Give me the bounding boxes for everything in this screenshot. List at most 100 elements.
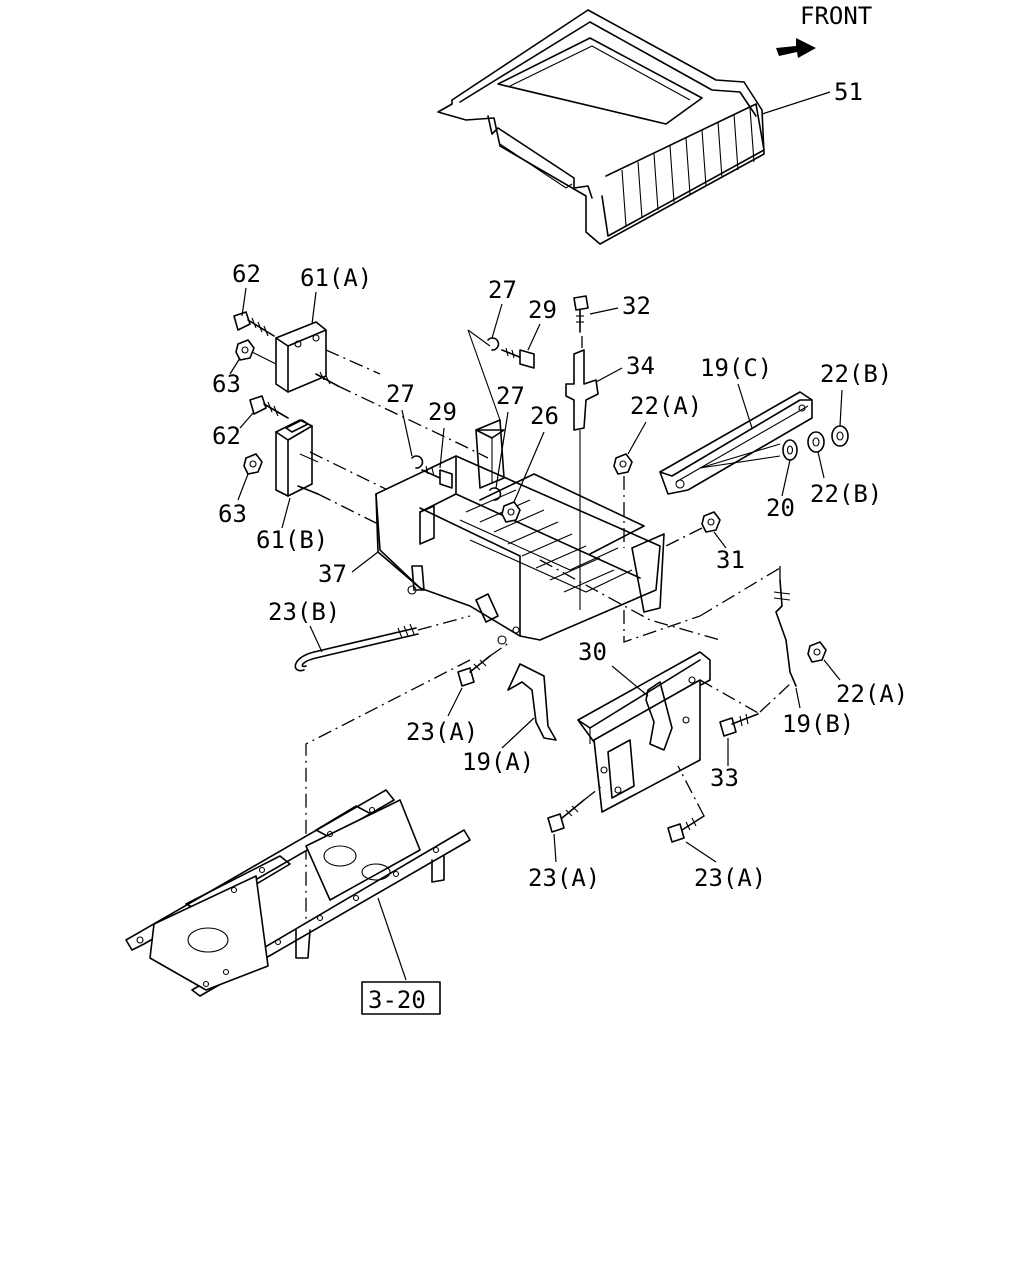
leader-29-a	[439, 427, 445, 469]
bracket-61b	[275, 419, 313, 497]
callout-19a: 19(A)	[462, 748, 534, 776]
leader-22a-right	[823, 659, 841, 681]
callout-19b: 19(B)	[782, 710, 854, 738]
callout-29-b: 29	[528, 296, 557, 324]
battery-cover	[437, 9, 765, 245]
callout-32: 32	[622, 292, 651, 320]
assembly-line-33-b	[759, 683, 791, 713]
callout-22b-bottom: 22(B)	[810, 480, 882, 508]
leader-27-b	[491, 303, 503, 339]
assembly-line-23a-bottom-left	[583, 785, 603, 801]
strap-19a	[507, 663, 557, 741]
bolt-29-left	[421, 465, 453, 489]
assembly-line-61a-lower	[337, 385, 489, 459]
jbolt-23b	[294, 623, 419, 672]
leader-62-top	[241, 287, 247, 317]
bolt-32	[573, 295, 589, 333]
callout-61b: 61(B)	[256, 526, 328, 554]
leader-23a-bottom-right	[685, 841, 717, 863]
leader-22a-top	[627, 421, 647, 455]
leader-37	[351, 551, 379, 573]
bolt-23a-bottom-left	[547, 799, 585, 833]
assembly-line-23a-left	[489, 641, 511, 657]
leader-34	[595, 367, 623, 383]
callout-61a: 61(A)	[300, 264, 372, 292]
callout-29-a: 29	[428, 398, 457, 426]
bolt-23a-left	[457, 655, 491, 687]
leader-26	[513, 431, 545, 503]
callout-22b-top: 22(B)	[820, 360, 892, 388]
assembly-line-frame	[305, 659, 471, 922]
assembly-line-30-b	[699, 567, 781, 617]
reference-box: 3-20	[361, 981, 441, 1015]
guide-line-27-top	[467, 329, 501, 421]
nut-31	[701, 511, 721, 533]
assembly-line-61b	[309, 451, 401, 497]
callout-19c: 19(C)	[700, 354, 772, 382]
leader-19c	[737, 383, 753, 429]
nut-22b-1	[807, 431, 825, 453]
chassis-frame	[125, 789, 471, 997]
assembly-line-23b	[417, 615, 471, 631]
leader-51	[761, 91, 831, 115]
leader-31	[713, 531, 727, 549]
callout-63-bottom: 63	[218, 500, 247, 528]
bolt-62-top	[233, 311, 275, 337]
callout-62-bottom: 62	[212, 422, 241, 450]
leader-30	[611, 665, 649, 697]
callout-31: 31	[716, 546, 745, 574]
leader-61b	[281, 497, 291, 529]
callout-27-c: 27	[496, 382, 525, 410]
leader-29-b	[527, 323, 541, 351]
callout-20: 20	[766, 494, 795, 522]
callout-23a-bottom-right: 23(A)	[694, 864, 766, 892]
guide-line-20-b	[699, 455, 781, 469]
callout-63-top: 63	[212, 370, 241, 398]
assembly-line-23a-bottom-right	[677, 765, 705, 817]
leader-22b-top	[839, 389, 843, 427]
leader-19a	[501, 717, 535, 749]
leader-19b	[795, 687, 801, 709]
leader-23a-left	[447, 687, 463, 717]
assembly-line-61b-lower	[317, 493, 391, 531]
callout-27-a: 27	[386, 380, 415, 408]
leader-23b	[309, 625, 323, 653]
callout-34: 34	[626, 352, 655, 380]
leader-22b-bottom	[817, 451, 825, 479]
front-label: FRONT	[800, 2, 872, 30]
clip-27-left	[411, 455, 424, 469]
leader-27-a	[401, 409, 413, 457]
bracket-61a	[275, 321, 327, 393]
leader-27-c	[495, 411, 509, 489]
bolt-29-top	[501, 347, 535, 369]
nut-22a-right	[807, 641, 827, 663]
callout-51: 51	[834, 78, 863, 106]
assembly-line-30	[623, 610, 701, 643]
callout-30: 30	[578, 638, 607, 666]
nut-22a-top	[613, 453, 633, 475]
bolt-62-bottom	[249, 395, 289, 419]
bolt-23a-bottom-right	[667, 815, 705, 843]
hook-34	[565, 349, 599, 431]
callout-62-top: 62	[232, 260, 261, 288]
callout-33: 33	[710, 764, 739, 792]
rod-19b	[773, 579, 797, 687]
reference-box-label: 3-20	[368, 986, 426, 1014]
callout-23b: 23(B)	[268, 598, 340, 626]
clip-27-mid	[489, 487, 502, 501]
nut-63-top	[235, 339, 277, 365]
bolt-33	[719, 713, 759, 737]
nut-22b-2	[831, 425, 849, 447]
callout-23a-left: 23(A)	[406, 718, 478, 746]
guide-line-27-top-b	[467, 329, 491, 347]
stud-61b	[297, 453, 319, 495]
leader-63-top	[229, 357, 241, 375]
lower-bracket	[577, 651, 711, 813]
assembly-line-31	[661, 527, 703, 549]
rail-19c	[659, 391, 813, 495]
front-arrow-icon	[776, 38, 816, 58]
washer-20	[782, 439, 798, 461]
callout-22a-top: 22(A)	[630, 392, 702, 420]
guide-line-20	[699, 443, 781, 469]
